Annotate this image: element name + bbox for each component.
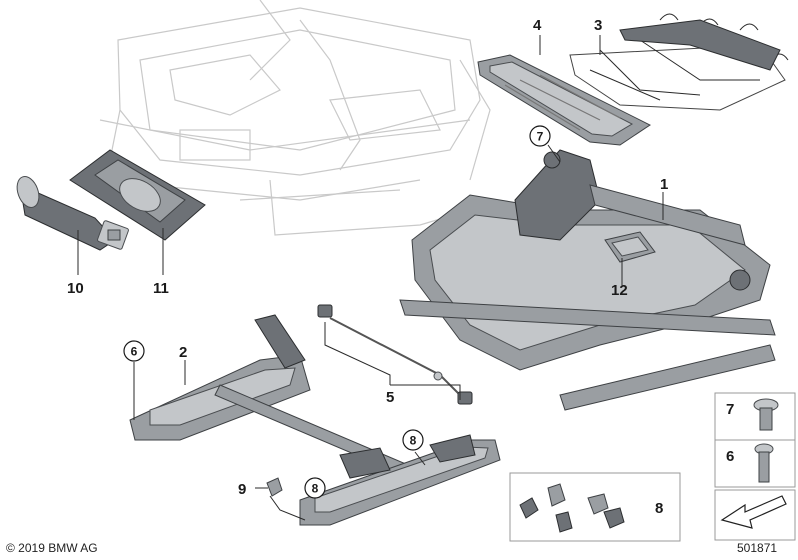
leader-lines	[77, 35, 664, 521]
legend-label-8: 8	[655, 500, 663, 517]
callout-3: 3	[594, 17, 602, 34]
fastener-8-icons	[519, 483, 625, 533]
copyright-text: © 2019 BMW AG	[6, 541, 98, 555]
callout-8-circled-lower: 8	[304, 477, 326, 499]
svg-text:5: 5	[386, 389, 394, 406]
screw-6-icon	[754, 443, 774, 483]
screw-7-icon	[753, 398, 779, 431]
svg-text:12: 12	[611, 282, 628, 299]
callout-6-circled: 6	[123, 340, 145, 362]
part-10-cylinder	[16, 176, 129, 251]
svg-text:6: 6	[131, 345, 138, 359]
legend-label-6: 6	[726, 448, 734, 465]
legend-label-7: 7	[726, 401, 734, 418]
svg-text:1: 1	[660, 176, 668, 193]
callout-9: 9	[238, 481, 246, 498]
part-12-actuator	[604, 231, 656, 263]
svg-text:9: 9	[238, 481, 246, 498]
callout-7-circled: 7	[529, 125, 551, 147]
part-11-housing	[69, 149, 206, 241]
svg-text:11: 11	[153, 280, 169, 297]
part-5-cable	[317, 304, 473, 405]
callout-11: 11	[153, 280, 169, 297]
callout-8-circled-upper: 8	[402, 429, 424, 451]
legend-direction-arrow-box	[714, 489, 796, 541]
svg-text:4: 4	[533, 17, 542, 34]
callout-5: 5	[386, 389, 394, 406]
direction-arrow-icon	[720, 495, 787, 529]
part-2-seat-rail	[129, 314, 501, 526]
diagram-number: 501871	[737, 541, 777, 555]
part-4-plate	[477, 54, 651, 146]
part-9-clip	[266, 477, 283, 497]
callout-12: 12	[611, 282, 628, 299]
legend-group-8: 8	[509, 472, 681, 542]
svg-text:10: 10	[67, 280, 84, 297]
svg-text:2: 2	[179, 344, 187, 361]
svg-text:7: 7	[537, 130, 544, 144]
legend-screws: 7 6	[714, 392, 796, 488]
callout-4: 4	[533, 17, 542, 34]
callout-1: 1	[660, 176, 668, 193]
svg-text:3: 3	[594, 17, 602, 34]
svg-text:8: 8	[410, 434, 417, 448]
callout-2: 2	[179, 344, 187, 361]
callout-10: 10	[67, 280, 84, 297]
part-3-spring-mat	[569, 13, 789, 111]
svg-text:8: 8	[312, 482, 319, 496]
part-1-seat-frame	[399, 149, 776, 411]
